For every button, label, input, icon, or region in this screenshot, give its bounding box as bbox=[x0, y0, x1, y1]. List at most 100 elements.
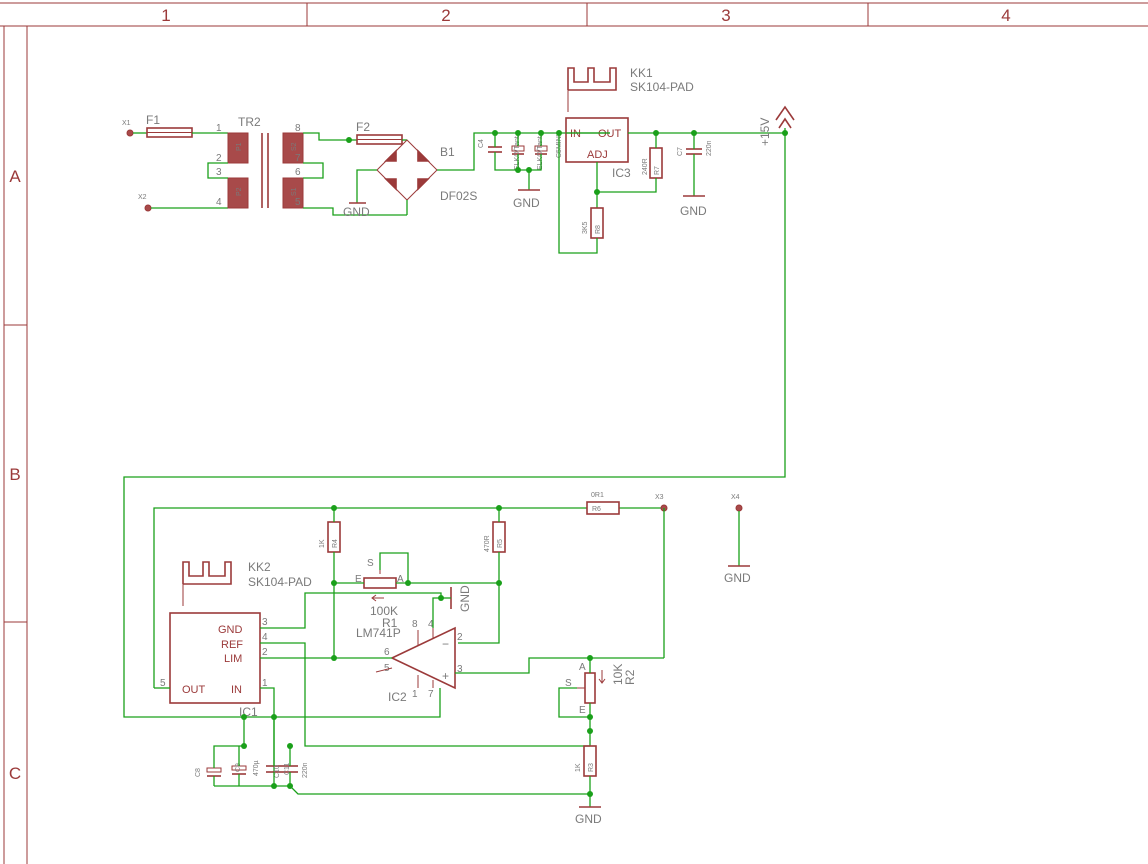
svg-text:1: 1 bbox=[216, 123, 222, 134]
svg-text:S: S bbox=[367, 558, 374, 569]
svg-text:SK104-PAD: SK104-PAD bbox=[630, 80, 694, 94]
resistor-r4: R4 1K bbox=[319, 521, 341, 553]
frame-column-2: 2 bbox=[441, 6, 450, 25]
svg-text:IN: IN bbox=[570, 128, 581, 140]
resistor-r6: R6 0R1 bbox=[586, 492, 620, 515]
potentiometer-r2: A S E 10K R2 bbox=[565, 662, 637, 716]
svg-text:IN: IN bbox=[231, 684, 242, 696]
svg-text:KK1: KK1 bbox=[630, 66, 653, 80]
svg-text:ELKO/Tant: ELKO/Tant bbox=[514, 136, 521, 170]
transformer-tr2: TR2 1 2 3 4 8 7 6 5 P1 P2 S2 S1 bbox=[216, 115, 304, 209]
svg-text:GND: GND bbox=[680, 204, 707, 218]
svg-text:5: 5 bbox=[384, 663, 390, 674]
svg-text:X2: X2 bbox=[138, 194, 147, 201]
svg-text:S1: S1 bbox=[291, 187, 298, 196]
regulator-ic3: IN OUT ADJ IC3 bbox=[565, 117, 631, 180]
svg-text:S: S bbox=[565, 678, 572, 689]
svg-text:GND: GND bbox=[724, 571, 751, 585]
svg-text:3: 3 bbox=[457, 664, 463, 675]
capacitor-c7: C7 220n bbox=[677, 140, 713, 156]
svg-text:ELKO/Tant: ELKO/Tant bbox=[537, 136, 544, 170]
svg-text:4: 4 bbox=[262, 632, 268, 643]
svg-text:R1: R1 bbox=[382, 616, 398, 630]
svg-text:4: 4 bbox=[216, 197, 222, 208]
svg-text:KK2: KK2 bbox=[248, 560, 271, 574]
svg-text:+15V: +15V bbox=[758, 118, 772, 146]
svg-text:R8: R8 bbox=[595, 225, 602, 234]
svg-text:1K: 1K bbox=[575, 763, 582, 772]
connector-x1: X1 bbox=[122, 120, 134, 137]
svg-text:3: 3 bbox=[216, 167, 222, 178]
svg-text:1K: 1K bbox=[319, 539, 326, 548]
svg-text:C4: C4 bbox=[478, 139, 485, 148]
svg-text:220n: 220n bbox=[302, 762, 309, 778]
svg-text:R5: R5 bbox=[497, 539, 504, 548]
svg-text:P1: P1 bbox=[236, 142, 243, 151]
svg-text:1: 1 bbox=[412, 689, 418, 700]
svg-text:6: 6 bbox=[384, 647, 390, 658]
svg-text:SK104-PAD: SK104-PAD bbox=[248, 575, 312, 589]
svg-text:C10: C10 bbox=[274, 765, 281, 778]
svg-text:6: 6 bbox=[295, 167, 301, 178]
capacitor-c11: C11 220n bbox=[282, 762, 309, 778]
svg-text:F2: F2 bbox=[356, 120, 370, 134]
svg-text:C11: C11 bbox=[284, 763, 291, 775]
svg-text:100K: 100K bbox=[370, 604, 398, 618]
svg-text:R6: R6 bbox=[592, 506, 601, 513]
svg-text:GND: GND bbox=[343, 205, 370, 219]
svg-text:OUT: OUT bbox=[182, 684, 206, 696]
connector-x2: X2 bbox=[138, 194, 152, 212]
svg-text:C7: C7 bbox=[677, 147, 684, 156]
svg-text:TR2: TR2 bbox=[238, 115, 261, 129]
svg-text:X3: X3 bbox=[655, 494, 664, 501]
svg-text:B1: B1 bbox=[440, 145, 455, 159]
svg-text:3K5: 3K5 bbox=[582, 221, 589, 234]
ground-symbol-bridge: GND bbox=[343, 202, 370, 219]
svg-text:8: 8 bbox=[295, 123, 301, 134]
svg-text:LM741P: LM741P bbox=[356, 626, 401, 640]
svg-text:A: A bbox=[397, 574, 404, 585]
svg-text:GND: GND bbox=[218, 624, 243, 636]
svg-text:X4: X4 bbox=[731, 494, 740, 501]
frame-column-3: 3 bbox=[721, 6, 730, 25]
svg-text:2: 2 bbox=[262, 647, 268, 658]
svg-text:−: − bbox=[442, 637, 449, 651]
svg-text:IC2: IC2 bbox=[388, 690, 407, 704]
svg-text:IC3: IC3 bbox=[612, 166, 631, 180]
resistor-r3: R3 1K bbox=[575, 745, 597, 777]
svg-text:+: + bbox=[442, 669, 449, 683]
svg-text:X1: X1 bbox=[122, 120, 131, 127]
fuse-f2: F2 bbox=[356, 120, 403, 145]
svg-text:R3: R3 bbox=[588, 763, 595, 772]
frame-column-1: 1 bbox=[161, 6, 170, 25]
svg-text:2: 2 bbox=[216, 153, 222, 164]
svg-text:GND: GND bbox=[575, 812, 602, 826]
ground-symbol-c7: GND bbox=[680, 195, 707, 218]
svg-text:5: 5 bbox=[160, 678, 166, 689]
regulator-ic1: GND REF LIM OUT IN 3 4 2 5 1 IC1 bbox=[160, 612, 268, 719]
heatsink-kk2: KK2 SK104-PAD bbox=[182, 560, 312, 589]
svg-text:10K: 10K bbox=[611, 664, 625, 685]
ground-symbol-caps: GND bbox=[513, 189, 540, 210]
frame-row-c: C bbox=[9, 764, 21, 783]
svg-text:C8: C8 bbox=[195, 768, 202, 777]
svg-text:A: A bbox=[579, 662, 586, 673]
svg-text:OUT: OUT bbox=[598, 128, 622, 140]
svg-text:4: 4 bbox=[428, 619, 434, 630]
ground-symbol-x4: GND bbox=[724, 565, 751, 585]
heatsink-kk1: KK1 SK104-PAD bbox=[567, 66, 694, 94]
opamp-ic2: + − 8 4 2 3 6 5 1 7 IC2 LM741P bbox=[356, 619, 463, 704]
svg-text:470R: 470R bbox=[484, 535, 491, 552]
ground-symbol-r3: GND bbox=[575, 806, 602, 826]
svg-text:F1: F1 bbox=[146, 113, 160, 127]
connector-x4: X4 bbox=[731, 494, 743, 512]
supply-symbol-plus15v: +15V bbox=[758, 105, 795, 146]
svg-text:2: 2 bbox=[457, 632, 463, 643]
svg-text:R2: R2 bbox=[623, 669, 637, 685]
svg-text:E: E bbox=[579, 705, 586, 716]
ground-symbol-opamp: GND bbox=[450, 585, 472, 612]
svg-text:DF02S: DF02S bbox=[440, 189, 477, 203]
svg-text:ADJ: ADJ bbox=[587, 149, 608, 161]
